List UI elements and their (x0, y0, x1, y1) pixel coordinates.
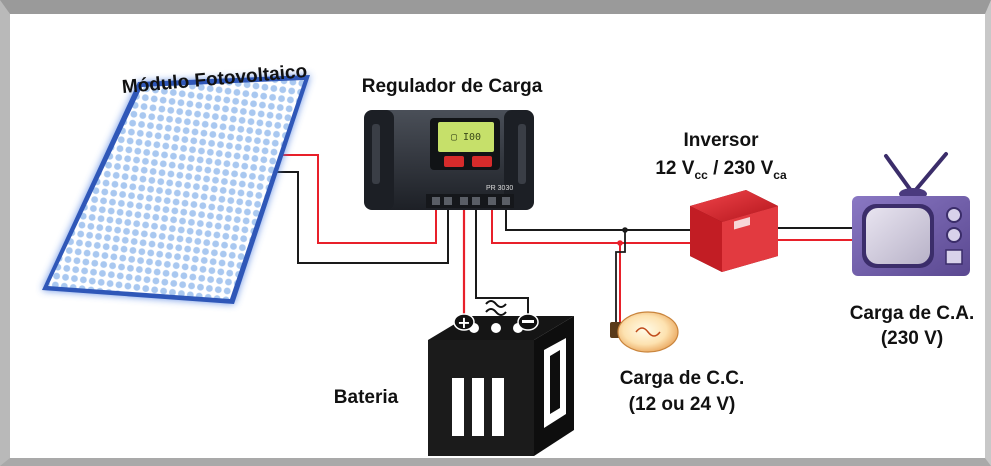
regulator-button-right (472, 156, 492, 167)
dc-load-label-line2: (12 ou 24 V) (629, 394, 736, 415)
solar-panel (42, 75, 310, 304)
battery-positive-terminal (453, 313, 475, 331)
svg-text:▢ I00: ▢ I00 (451, 132, 481, 143)
junction-negative (622, 227, 628, 233)
inverter (690, 190, 778, 272)
dc-load-label-line1: Carga de C.C. (620, 368, 745, 389)
dc-load-lamp (610, 311, 679, 353)
ac-load-label-line2: (230 V) (881, 328, 943, 349)
ac-load-tv (852, 152, 970, 276)
svg-text:+: + (457, 313, 470, 332)
charge-regulator: ▢ I00 PR 3030 (364, 110, 534, 210)
inverter-label: Inversor (684, 130, 760, 151)
junction-positive (617, 240, 623, 246)
regulator-label: Regulador de Carga (362, 76, 543, 97)
panel-negative-wire (272, 171, 449, 264)
ac-load-label-line1: Carga de C.A. (850, 303, 975, 324)
regulator-lcd (438, 122, 494, 152)
battery: + (428, 300, 574, 456)
regulator-button-left (444, 156, 464, 167)
battery-negative-wire (475, 200, 529, 316)
inverter-spec-label: 12 Vcc / 230 Vca (655, 158, 787, 182)
wires (272, 154, 858, 328)
panel-positive-wire (280, 154, 437, 244)
regulator-model: PR 3030 (486, 185, 513, 192)
battery-label: Bateria (334, 387, 399, 408)
lamp-negative-wire (615, 230, 626, 326)
load-negative-wire (505, 200, 690, 231)
